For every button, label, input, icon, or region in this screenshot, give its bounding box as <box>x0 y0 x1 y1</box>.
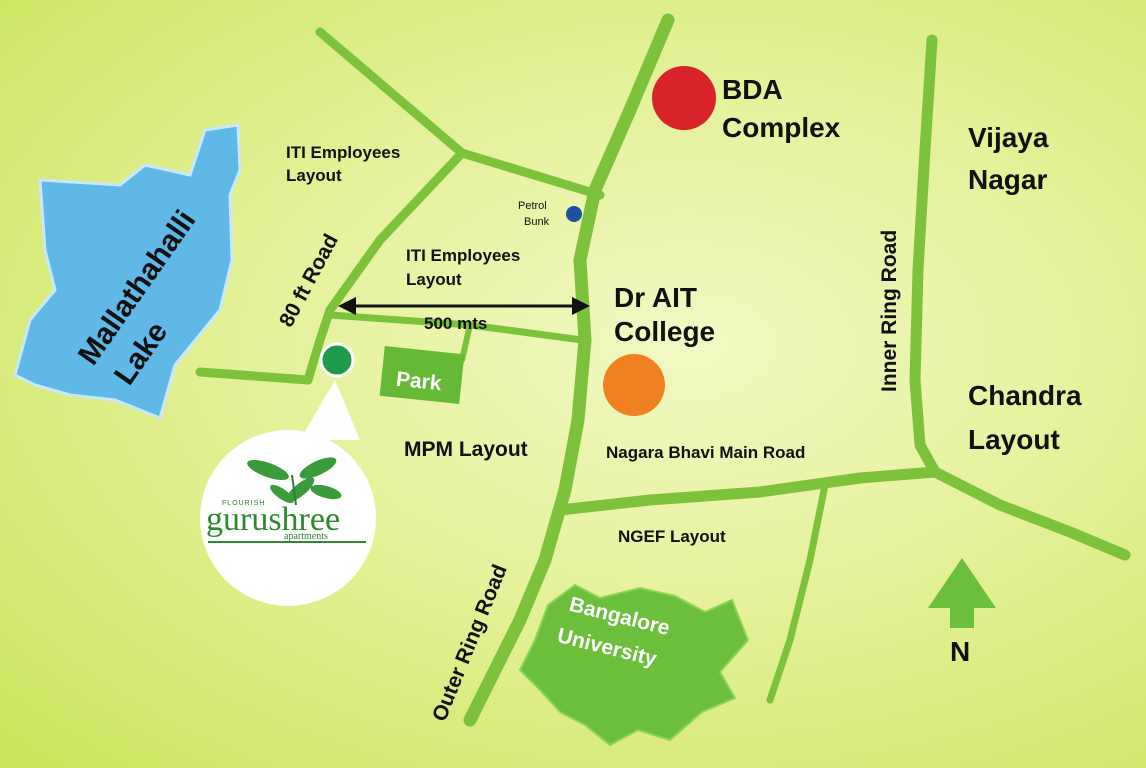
iti-top-label-1: ITI Employees <box>286 143 401 162</box>
left-road <box>195 367 313 385</box>
iti-mid-label-2: Layout <box>406 270 462 289</box>
bda-marker <box>652 66 716 130</box>
dr-ait-label: Dr AIT <box>614 282 697 313</box>
petrol-label-2: Bunk <box>524 216 550 228</box>
outer-ring-road <box>463 13 675 727</box>
college-marker <box>603 354 665 416</box>
inner-ring-road-label: Inner Ring Road <box>878 229 901 392</box>
inner-ring-road <box>909 34 941 478</box>
chandra-label: Chandra <box>968 380 1082 411</box>
distance-label: 500 mts <box>424 314 488 333</box>
logo-top-text: FLOURISH <box>222 500 266 507</box>
logo-underline <box>208 541 366 543</box>
nagara-bhavi-main-road <box>554 466 1131 561</box>
iti-road-top <box>315 27 605 200</box>
project-callout <box>200 380 376 606</box>
mpm-layout-label: MPM Layout <box>404 438 528 461</box>
logo-subtitle: apartments <box>284 531 328 542</box>
bda-complex-label: Complex <box>722 112 841 143</box>
mallathahalli-lake <box>13 123 242 421</box>
leaf-icon <box>247 457 342 506</box>
nagara-bhavi-label: Nagara Bhavi Main Road <box>606 443 806 462</box>
road-80ft <box>303 148 467 385</box>
ngef-layout-label: NGEF Layout <box>618 527 726 546</box>
chandra-layout-label: Layout <box>968 424 1060 455</box>
park-road-spur <box>459 322 473 363</box>
distance-arrow <box>338 297 590 315</box>
college-label: College <box>614 316 716 347</box>
park-area <box>379 345 465 405</box>
north-arrow-icon <box>928 558 996 628</box>
minor-road-south <box>766 481 829 704</box>
bangalore-university-area <box>518 583 750 747</box>
park-label: Park <box>394 367 443 396</box>
iti-mid-label-1: ITI Employees <box>406 246 521 265</box>
north-label: N <box>950 636 971 667</box>
project-marker <box>319 342 355 378</box>
petrol-marker <box>566 206 582 222</box>
logo-name: gurushree <box>206 501 341 538</box>
nagar-label: Nagar <box>968 164 1048 195</box>
iti-top-label-2: Layout <box>286 166 342 185</box>
petrol-label-1: Petrol <box>518 200 547 212</box>
vijaya-label: Vijaya <box>968 122 1049 153</box>
bda-label: BDA <box>722 74 783 105</box>
